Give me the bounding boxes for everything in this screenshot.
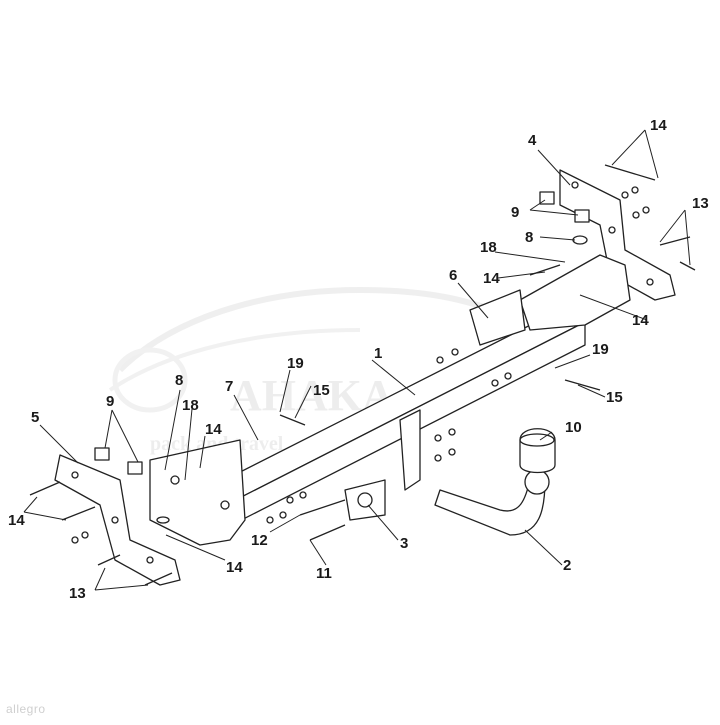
footer-watermark: allegro — [6, 702, 46, 716]
callout-10: 10 — [565, 419, 582, 436]
callout-5: 5 — [31, 409, 39, 426]
left-inner-plate — [149, 439, 246, 546]
callout-13-left: 13 — [69, 585, 86, 602]
callout-15-right: 15 — [606, 389, 623, 406]
hardware-bolts — [29, 164, 696, 586]
callout-9-left: 9 — [106, 393, 114, 410]
callout-6: 6 — [449, 267, 457, 284]
callout-14-b: 14 — [650, 117, 667, 134]
ball-cap — [519, 428, 556, 474]
callout-19-right: 19 — [592, 341, 609, 358]
callout-8-left: 8 — [175, 372, 183, 389]
leader-lines — [23, 129, 691, 591]
callout-7: 7 — [225, 378, 233, 395]
callout-14-c: 14 — [483, 270, 500, 287]
callout-13-right: 13 — [692, 195, 709, 212]
callout-14-d: 14 — [632, 312, 649, 329]
callout-14-f: 14 — [205, 421, 222, 438]
callout-19-left: 19 — [287, 355, 304, 372]
clamp-brackets — [94, 191, 590, 524]
right-inner-plate — [469, 254, 631, 346]
socket-mount-plate — [344, 409, 421, 521]
callout-14-e: 14 — [226, 559, 243, 576]
callout-14-a: 14 — [8, 512, 25, 529]
callout-18-right: 18 — [480, 239, 497, 256]
watermark-tagline: pack and travel — [150, 433, 284, 455]
callout-4: 4 — [528, 132, 537, 149]
callout-2: 2 — [563, 557, 571, 574]
callout-18-left: 18 — [182, 397, 199, 414]
tow-ball-neck — [434, 469, 550, 536]
callout-8-right: 8 — [525, 229, 533, 246]
callout-9-right: 9 — [511, 204, 519, 221]
callout-11: 11 — [316, 565, 332, 582]
callout-labels: 1 2 3 4 5 6 7 8 8 9 9 10 11 12 13 13 14 … — [8, 117, 709, 602]
callout-12: 12 — [251, 532, 268, 549]
callout-1: 1 — [374, 345, 382, 362]
callout-15-left: 15 — [313, 382, 330, 399]
callout-3: 3 — [400, 535, 408, 552]
left-side-bracket — [54, 454, 181, 586]
